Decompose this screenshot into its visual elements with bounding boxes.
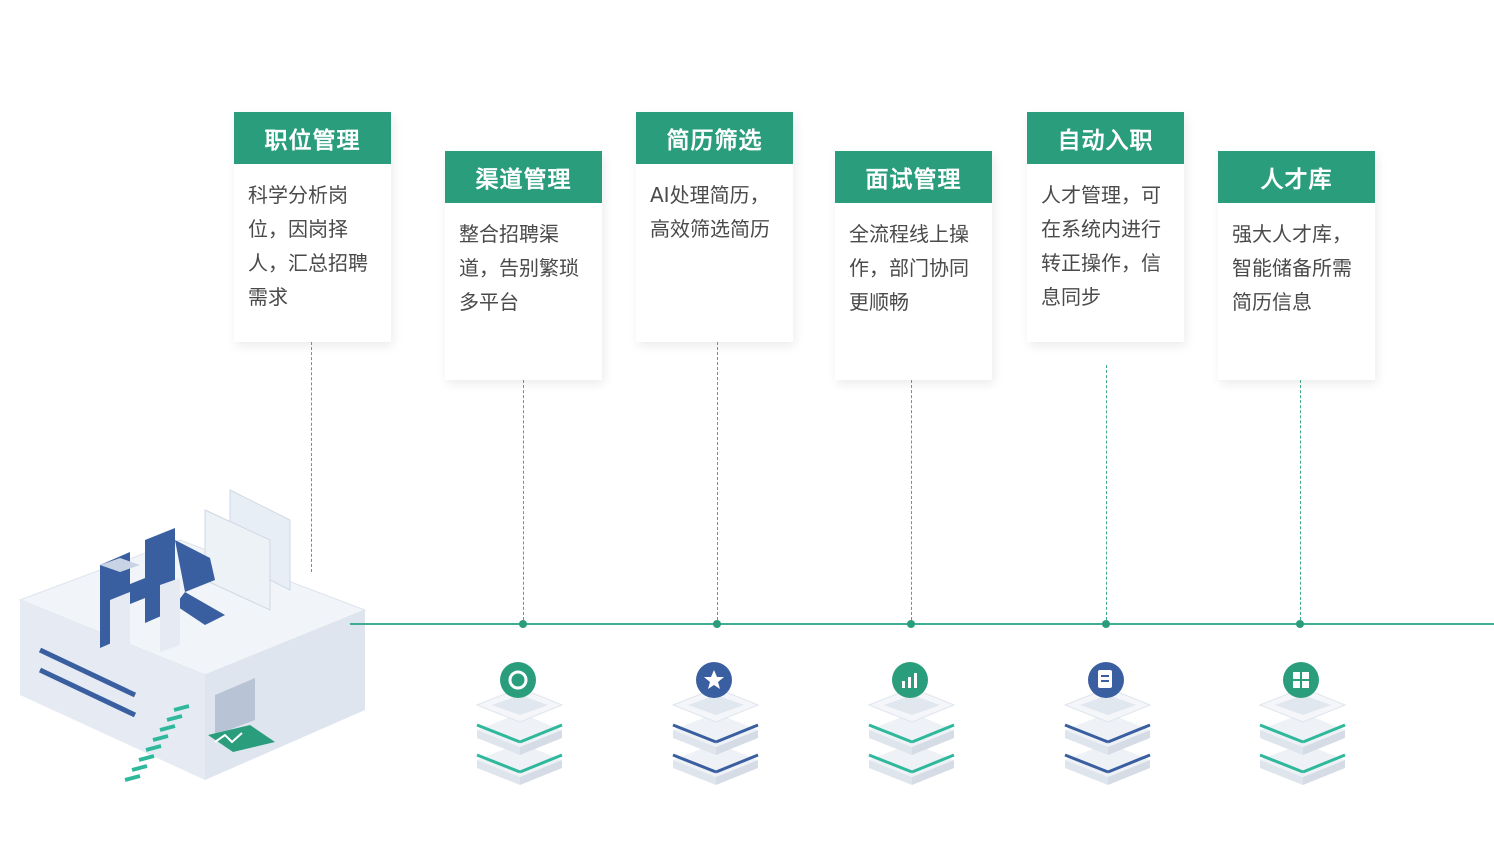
server-stack-star xyxy=(671,662,760,785)
stage-card-resume-screening[interactable]: 简历筛选 AI处理简历，高效筛选简历 xyxy=(636,112,793,342)
stage-card-job-management[interactable]: 职位管理 科学分析岗位，因岗择人，汇总招聘需求 xyxy=(234,112,391,342)
stage-description: 人才管理，可在系统内进行转正操作，信息同步 xyxy=(1041,183,1161,309)
stage-card-talent-pool[interactable]: 人才库 强大人才库，智能储备所需简历信息 xyxy=(1218,151,1375,380)
connector-line xyxy=(311,342,312,572)
connector-line xyxy=(523,380,524,620)
connector-line xyxy=(911,380,912,620)
connector-line xyxy=(717,342,718,620)
timeline-node xyxy=(1296,620,1304,628)
timeline-axis xyxy=(350,623,1494,625)
connector-line xyxy=(1300,380,1301,620)
stage-description: AI处理简历，高效筛选简历 xyxy=(650,183,770,241)
server-stack-document xyxy=(1063,662,1152,785)
stage-title: 人才库 xyxy=(1218,151,1375,203)
server-stack-refresh xyxy=(475,662,564,785)
stage-card-auto-onboarding[interactable]: 自动入职 人才管理，可在系统内进行转正操作，信息同步 xyxy=(1027,112,1184,342)
timeline-node xyxy=(713,620,721,628)
stage-card-channel-management[interactable]: 渠道管理 整合招聘渠道，告别繁琐多平台 xyxy=(445,151,602,380)
hr-building-illustration xyxy=(18,489,367,782)
timeline-node xyxy=(519,620,527,628)
stage-description: 科学分析岗位，因岗择人，汇总招聘需求 xyxy=(248,183,368,309)
stage-title: 面试管理 xyxy=(835,151,992,203)
server-stack-grid xyxy=(1258,662,1347,785)
stage-description: 整合招聘渠道，告别繁琐多平台 xyxy=(459,222,579,314)
timeline-node xyxy=(907,620,915,628)
timeline-node xyxy=(1102,620,1110,628)
stage-title: 职位管理 xyxy=(234,112,391,164)
stage-title: 自动入职 xyxy=(1027,112,1184,164)
stage-title: 简历筛选 xyxy=(636,112,793,164)
connector-line xyxy=(1106,365,1107,620)
stage-description: 强大人才库，智能储备所需简历信息 xyxy=(1232,222,1352,314)
stage-title: 渠道管理 xyxy=(445,151,602,203)
stage-card-interview-management[interactable]: 面试管理 全流程线上操作，部门协同更顺畅 xyxy=(835,151,992,380)
stage-description: 全流程线上操作，部门协同更顺畅 xyxy=(849,222,969,314)
server-stack-chart xyxy=(867,662,956,785)
